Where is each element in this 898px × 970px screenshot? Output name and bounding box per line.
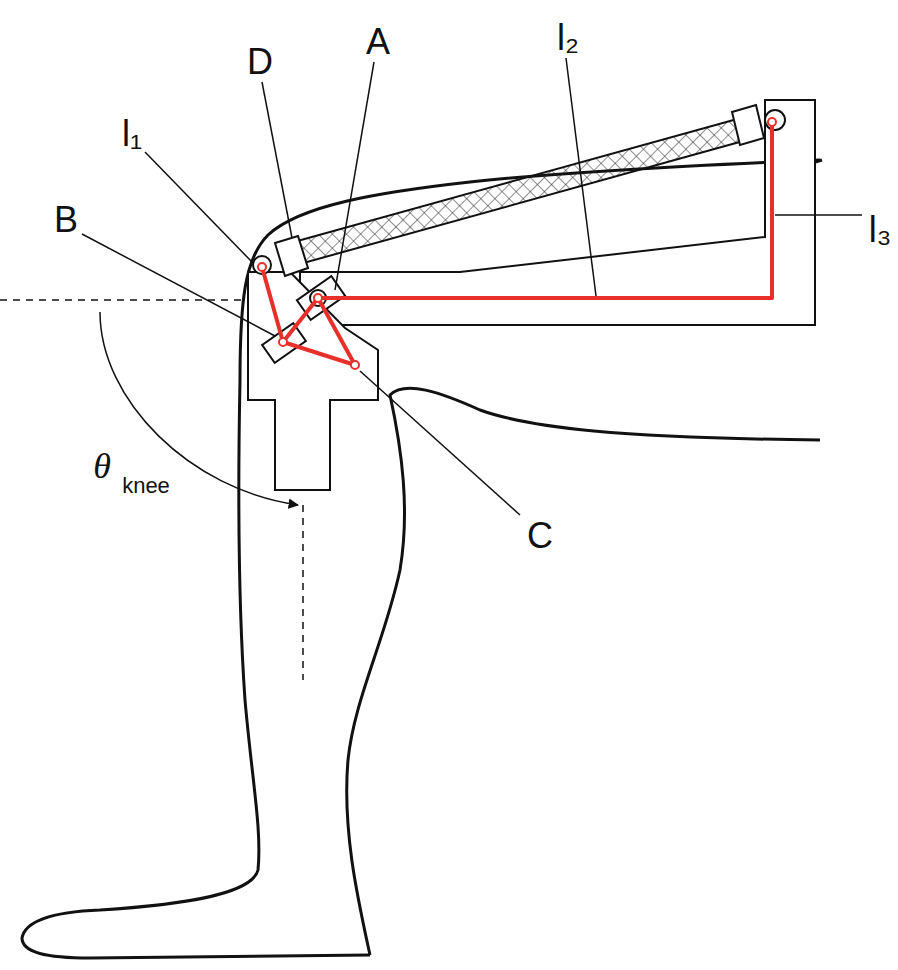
part-label: B <box>54 202 78 238</box>
part-label: l₃ <box>869 212 892 248</box>
part-label: knee <box>122 475 170 497</box>
part-label: l₂ <box>557 20 579 56</box>
actuator <box>253 105 785 276</box>
part-label: D <box>247 44 273 80</box>
part-label: A <box>366 24 390 60</box>
leader-lines <box>82 58 862 515</box>
linkage-pins <box>258 118 776 369</box>
part-label: θ <box>93 448 111 484</box>
linkage <box>262 122 772 365</box>
part-label: l₁ <box>122 116 142 152</box>
brace-frame <box>248 100 815 490</box>
angle-reference <box>0 300 303 680</box>
part-label: C <box>527 518 553 554</box>
